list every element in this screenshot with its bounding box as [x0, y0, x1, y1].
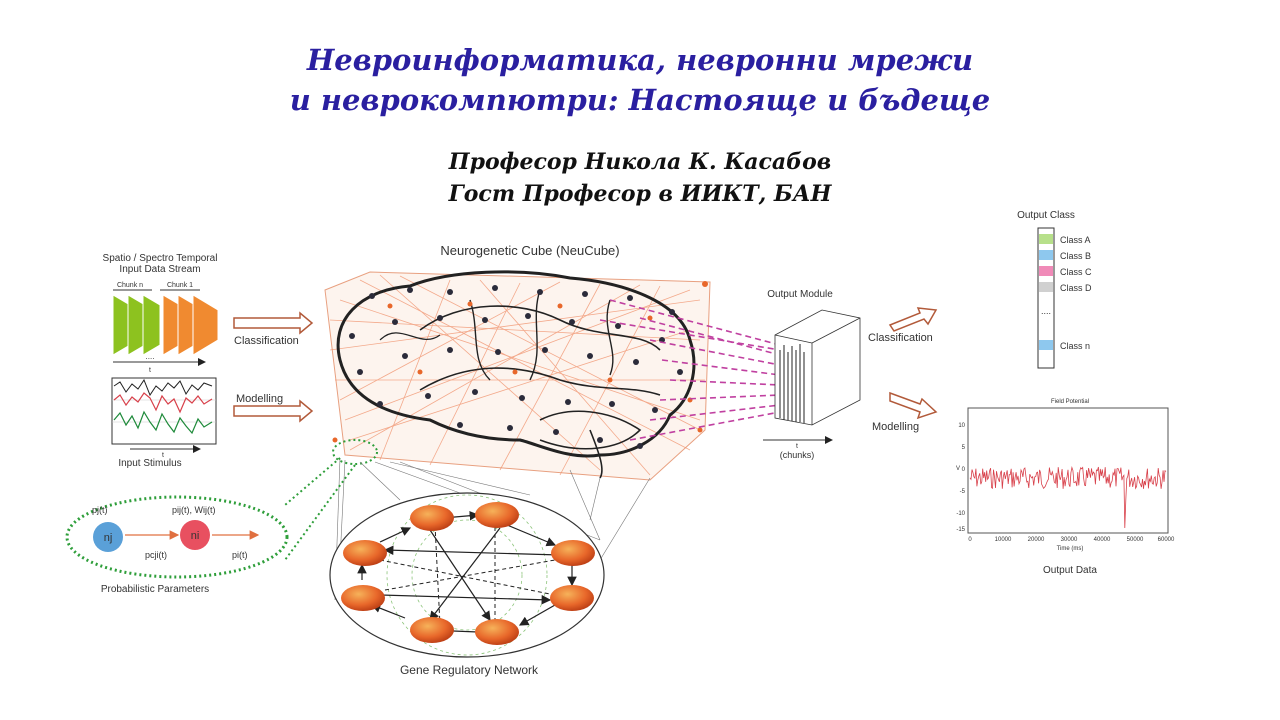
- chunk-1-label: Chunk 1: [167, 282, 193, 289]
- pcji-label: pcji(t): [145, 550, 167, 560]
- chunks-label: (chunks): [780, 450, 815, 460]
- plot-y-tick: -10: [956, 511, 965, 517]
- modelling-label-left: Modelling: [236, 393, 283, 405]
- plot-y-tick: 0: [962, 467, 966, 473]
- input-stream-label-1: Spatio / Spectro Temporal: [103, 253, 218, 264]
- modelling-label-right: Modelling: [872, 421, 919, 433]
- gene-network-label: Gene Regulatory Network: [400, 663, 539, 677]
- output-data-label: Output Data: [1043, 565, 1097, 576]
- classification-arrow-left: Classification: [233, 311, 314, 347]
- input-stream-label-2: Input Data Stream: [119, 264, 200, 275]
- plot-y-tick: 10: [958, 423, 965, 429]
- plot-y-tick: -5: [960, 489, 966, 495]
- class-a-label: Class A: [1060, 235, 1091, 245]
- plot-x-tick: 40000: [1094, 537, 1111, 543]
- slide-title: Невроинформатика, невронни мрежи и невро…: [0, 40, 1280, 120]
- output-module-label: Output Module: [767, 289, 833, 300]
- class-n-label: Class n: [1060, 341, 1090, 351]
- output-signal-trace: [969, 465, 1167, 529]
- plot-x-tick: 30000: [1061, 537, 1078, 543]
- class-n-swatch: [1039, 340, 1053, 350]
- stream-t-label: t: [149, 367, 151, 374]
- pj-label: pj(t): [92, 505, 108, 515]
- class-c-swatch: [1039, 266, 1053, 276]
- output-class-title: Output Class: [1017, 210, 1075, 221]
- class-d-label: Class D: [1060, 283, 1092, 293]
- gene-regulatory-network: Gene Regulatory Network: [329, 492, 605, 677]
- output-data-plot: Field Potential 10 5 0 -5 -10 -15 0 1000…: [956, 399, 1175, 576]
- node-nj-label: nj: [104, 532, 113, 544]
- pij-w-label: pij(t), Wij(t): [172, 505, 216, 515]
- output-module: Output Module t (chunks): [763, 289, 861, 460]
- stimulus-t-label: t: [162, 452, 164, 459]
- pi-label: pi(t): [232, 550, 248, 560]
- plot-xlabel: Time (ms): [1057, 546, 1084, 552]
- node-ni-label: ni: [191, 530, 200, 542]
- title-line-1: Невроинформатика, невронни мрежи: [306, 43, 974, 77]
- cube-title: Neurogenetic Cube (NeuCube): [440, 243, 619, 258]
- neucube-cube: [324, 270, 781, 481]
- author-line-1: Професор Никола К. Касабов: [448, 149, 832, 175]
- modelling-arrow-left: Modelling: [233, 393, 314, 423]
- classification-label-right: Classification: [868, 332, 933, 344]
- input-data-stream: Spatio / Spectro Temporal Input Data Str…: [103, 253, 219, 374]
- stream-dots: ....: [146, 352, 155, 361]
- input-stimulus-label: Input Stimulus: [118, 458, 181, 469]
- plot-y-tick: -15: [956, 527, 965, 533]
- class-b-label: Class B: [1060, 251, 1091, 261]
- plot-x-tick: 20000: [1028, 537, 1045, 543]
- modelling-arrow-right: Modelling: [872, 391, 938, 433]
- chunk-n-label: Chunk n: [117, 282, 143, 289]
- class-c-label: Class C: [1060, 267, 1092, 277]
- chunks-t-label: t: [796, 443, 798, 450]
- plot-title: Field Potential: [1051, 399, 1089, 405]
- plot-x-tick: 50000: [1127, 537, 1144, 543]
- class-d-swatch: [1039, 282, 1053, 292]
- orange-chunks: [162, 294, 219, 356]
- class-ellipsis: ....: [1041, 306, 1051, 316]
- green-chunks: [112, 294, 161, 356]
- plot-x-tick: 60000: [1158, 537, 1175, 543]
- plot-y-tick: 5: [962, 445, 966, 451]
- plot-ylabel: V: [956, 466, 960, 472]
- probabilistic-parameters: nj ni pj(t) pij(t), Wij(t) pcji(t) pi(t)…: [65, 457, 356, 595]
- input-stimulus-plot: t Input Stimulus: [111, 377, 217, 469]
- author-line-2: Гост Професор в ИИКТ, БАН: [448, 181, 832, 207]
- title-line-2: и неврокомпютри: Настояще и бъдеще: [289, 83, 991, 117]
- class-b-swatch: [1039, 250, 1053, 260]
- output-class: Output Class .... Class A Class B Class …: [1017, 210, 1092, 369]
- plot-x-tick: 0: [968, 537, 972, 543]
- classification-label-left: Classification: [234, 335, 299, 347]
- prob-params-label: Probabilistic Parameters: [101, 584, 209, 595]
- class-a-swatch: [1039, 234, 1053, 244]
- plot-x-tick: 10000: [995, 537, 1012, 543]
- author-block: Професор Никола К. Касабов Гост Професор…: [0, 146, 1280, 210]
- classification-arrow-right: Classification: [868, 307, 938, 344]
